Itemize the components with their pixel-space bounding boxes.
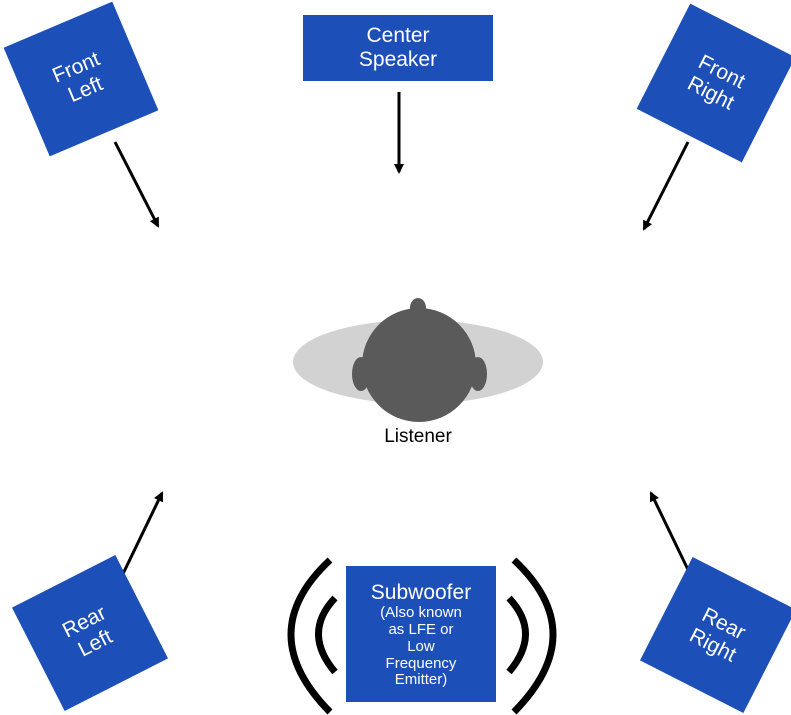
rear-left-label: Rear Left xyxy=(59,601,117,662)
rear-right-arrow xyxy=(649,491,695,581)
subwoofer-title: Subwoofer xyxy=(370,580,472,604)
rear-left-arrow xyxy=(118,491,164,581)
rear-right-label: Rear Right xyxy=(685,603,749,667)
front-left-arrow xyxy=(113,141,160,228)
center-speaker-label: Center Speaker xyxy=(358,24,438,71)
wave-right-inner xyxy=(506,595,529,675)
listener-label: Listener xyxy=(384,426,452,447)
center-speaker: Center Speaker xyxy=(303,15,493,81)
subwoofer-note: (Also known as LFE or Low Frequency Emit… xyxy=(380,604,462,689)
wave-right-outer xyxy=(511,557,557,715)
arrows xyxy=(113,92,695,581)
wave-left-inner xyxy=(315,595,338,675)
front-right-label: Front Right xyxy=(683,50,749,115)
front-left-label: Front Left xyxy=(49,47,107,108)
front-right-arrow xyxy=(642,141,690,231)
wave-left-outer xyxy=(287,557,333,715)
subwoofer-sound-waves xyxy=(287,557,557,715)
listener-head xyxy=(362,308,476,422)
subwoofer: Subwoofer (Also known as LFE or Low Freq… xyxy=(346,566,496,702)
listener-figure xyxy=(293,298,543,422)
